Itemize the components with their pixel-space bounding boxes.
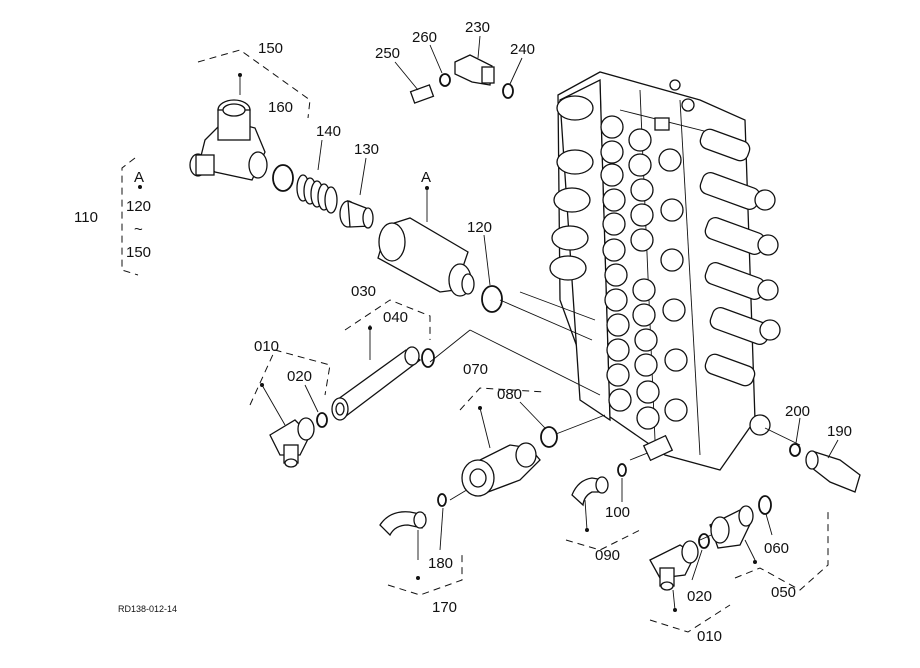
- callout-260: 260: [412, 29, 437, 46]
- callout-160: 160: [268, 99, 293, 116]
- part-100-o-ring: [617, 463, 627, 477]
- part-010-elbow-left: [269, 417, 315, 468]
- callout-060: 060: [764, 540, 789, 557]
- callout-110: 110: [74, 209, 98, 226]
- part-180-o-ring: [437, 493, 447, 507]
- part-a-relief-cartridge: [377, 217, 475, 297]
- part-160-o-ring: [272, 164, 294, 192]
- part-060-o-ring: [758, 495, 772, 515]
- part-010-elbow-right: [649, 540, 699, 591]
- part-070-fitting: [461, 442, 541, 497]
- callout-230: 230: [465, 19, 490, 36]
- part-150-elbow-housing: [189, 99, 268, 181]
- part-120-o-ring: [481, 285, 503, 313]
- callout-090: 090: [595, 547, 620, 564]
- callout-leaders: [121, 35, 839, 633]
- group-label-150: 150: [126, 244, 151, 261]
- part-080-o-ring: [540, 426, 558, 448]
- part-260-o-ring: [439, 73, 451, 87]
- part-020-o-ring-left: [316, 412, 328, 428]
- callout-100: 100: [605, 504, 630, 521]
- group-label-a: A: [134, 169, 144, 186]
- part-250-fitting: [409, 84, 435, 104]
- callout-130: 130: [354, 141, 379, 158]
- part-170-hose-elbow: [379, 511, 427, 537]
- valve-port-fitting: [642, 434, 674, 462]
- callout-010-left: 010: [254, 338, 279, 355]
- callout-200: 200: [785, 403, 810, 420]
- part-020-o-ring-right: [698, 533, 710, 549]
- part-050-adapter: [709, 505, 754, 549]
- part-030-plug: [331, 346, 422, 421]
- callout-180: 180: [428, 555, 453, 572]
- part-190-fitting: [805, 450, 861, 493]
- callout-140: 140: [316, 123, 341, 140]
- group-label-tilde: ~: [134, 221, 143, 238]
- part-200-o-ring: [789, 443, 801, 457]
- part-230-fitting: [454, 54, 495, 86]
- callout-150: 150: [258, 40, 283, 57]
- callout-070: 070: [463, 361, 488, 378]
- callout-030: 030: [351, 283, 376, 300]
- callout-050: 050: [771, 584, 796, 601]
- group-label-120: 120: [126, 198, 151, 215]
- drawing-code: RD138-012-14: [118, 604, 177, 614]
- callout-080: 080: [497, 386, 522, 403]
- leader-dots: [138, 73, 757, 612]
- callout-020-right: 020: [687, 588, 712, 605]
- callout-010-right: 010: [697, 628, 722, 645]
- part-240-o-ring: [502, 83, 514, 99]
- part-090-hose-elbow: [571, 476, 609, 507]
- part-130-poppet: [339, 200, 374, 229]
- callout-labels: 150 160 140 130 A 120 110 A 120 ~ 150 25…: [74, 19, 852, 645]
- callout-a: A: [421, 169, 431, 186]
- callout-250: 250: [375, 45, 400, 62]
- callout-040: 040: [383, 309, 408, 326]
- control-valve-block: [549, 71, 781, 471]
- part-140-spring: [296, 174, 338, 214]
- callout-020-left: 020: [287, 368, 312, 385]
- part-040-o-ring: [421, 348, 435, 368]
- callout-190: 190: [827, 423, 852, 440]
- callout-240: 240: [510, 41, 535, 58]
- callout-120: 120: [467, 219, 492, 236]
- callout-170: 170: [432, 599, 457, 616]
